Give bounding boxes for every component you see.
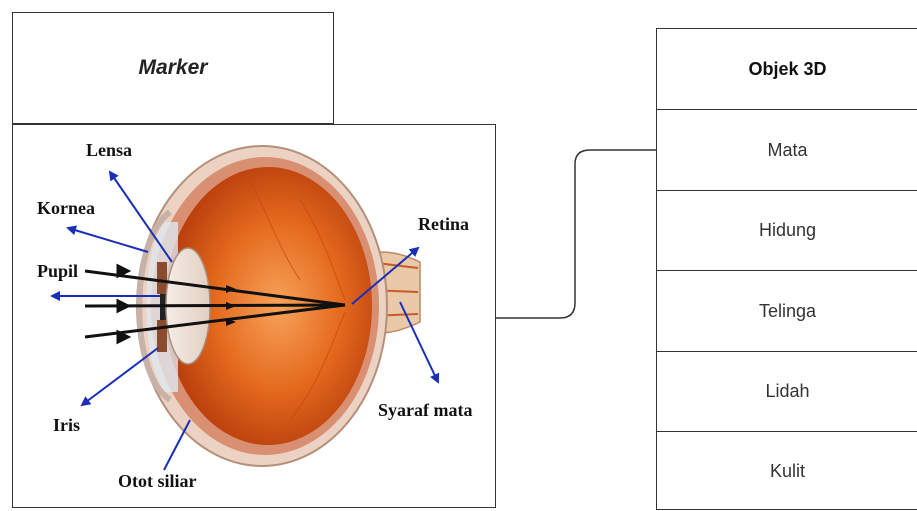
label-pupil: Pupil	[37, 261, 78, 281]
objects-table: Objek 3D Mata Hidung Telinga Lidah Kulit	[656, 28, 917, 510]
iris-pointer	[82, 348, 158, 405]
object-item[interactable]: Mata	[657, 110, 917, 191]
connector-line	[496, 150, 656, 318]
object-item[interactable]: Kulit	[657, 432, 917, 511]
objects-table-header: Objek 3D	[657, 29, 917, 110]
label-lensa: Lensa	[86, 140, 132, 160]
label-retina: Retina	[418, 214, 469, 234]
object-item[interactable]: Hidung	[657, 191, 917, 271]
label-otot-siliar: Otot siliar	[118, 471, 197, 491]
label-iris: Iris	[53, 415, 80, 435]
object-item[interactable]: Telinga	[657, 271, 917, 352]
kornea-pointer	[68, 228, 148, 252]
otot-siliar-pointer	[164, 420, 190, 470]
object-item[interactable]: Lidah	[657, 352, 917, 432]
label-syaraf-mata: Syaraf mata	[378, 400, 472, 420]
label-kornea: Kornea	[37, 198, 95, 218]
